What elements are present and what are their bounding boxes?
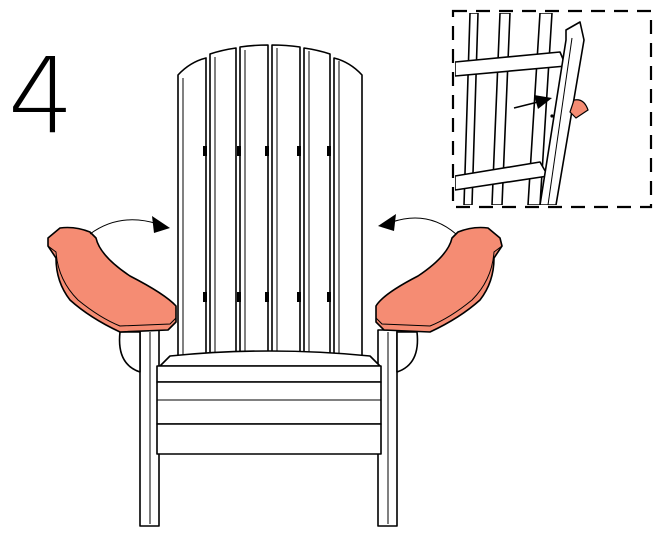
curved-arrow-icon	[378, 214, 457, 235]
straight-arrow-icon	[513, 95, 552, 109]
arm-bracket-right	[396, 331, 419, 373]
armrest-left	[47, 226, 177, 333]
arm-bracket-left	[118, 331, 141, 373]
front-leg-left	[139, 329, 160, 527]
seat	[156, 350, 382, 455]
armrest-right	[375, 226, 503, 333]
step-number: 4	[8, 35, 75, 157]
curved-arrow-icon	[89, 216, 170, 235]
backrest	[177, 44, 363, 361]
detail-inset	[451, 9, 653, 209]
